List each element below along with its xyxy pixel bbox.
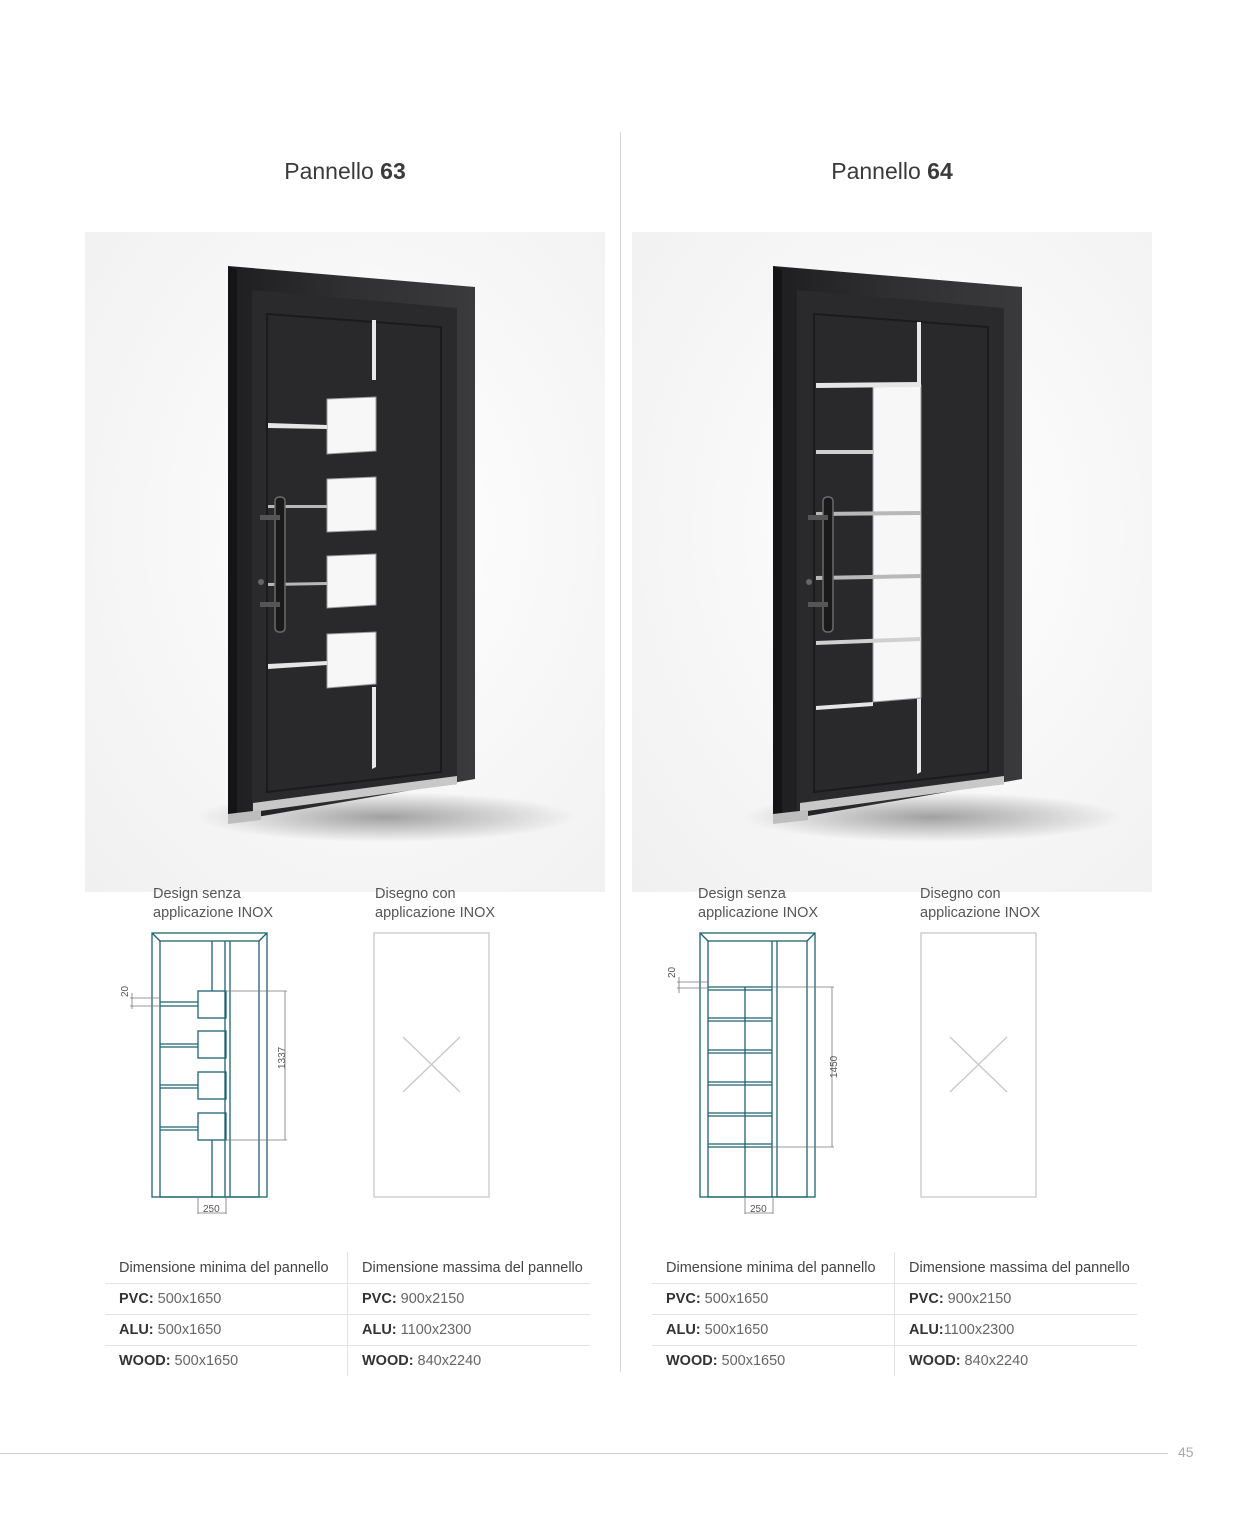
label-with-inox: Disegno con applicazione INOX: [920, 886, 1041, 921]
dim-offset: 20: [667, 966, 678, 978]
spec-min-header: Dimensione minima del pannello: [666, 1259, 876, 1276]
spec-row: PVC:500x1650 PVC:900x2150: [105, 1284, 590, 1315]
technical-drawing-63: 1337 20 250: [120, 932, 490, 1215]
spec-row: ALU:500x1650 ALU:1100x2300: [652, 1315, 1137, 1346]
panel-title: Pannello 63: [284, 158, 406, 184]
spec-min-header: Dimensione minima del pannello: [119, 1259, 329, 1276]
label-without-inox: Design senza applicazione INOX: [698, 886, 819, 921]
door-outline-without-inox: [151, 932, 268, 1198]
label-without-inox: Design senza applicazione INOX: [153, 886, 274, 921]
dim-width: 250: [203, 1204, 220, 1215]
spec-table-63: Dimensione minima del pannello Dimension…: [105, 1252, 590, 1376]
panel-63: Pannello 63: [85, 0, 630, 1400]
spec-row: ALU:500x1650 ALU:1100x2300: [105, 1315, 590, 1346]
footer-rule: [0, 1453, 1168, 1454]
door-outline-without-inox: [699, 932, 816, 1198]
panel-title: Pannello 64: [831, 158, 953, 184]
door-outline-with-inox: [920, 932, 1037, 1198]
door-photo: [85, 232, 605, 892]
spec-max-header: Dimensione massima del pannello: [347, 1252, 589, 1283]
spec-table-64: Dimensione minima del pannello Dimension…: [652, 1252, 1137, 1376]
label-with-inox: Disegno con applicazione INOX: [375, 886, 496, 921]
page-number: 45: [1178, 1444, 1194, 1460]
spec-row: WOOD:500x1650 WOOD:840x2240: [652, 1346, 1137, 1376]
dim-width: 250: [750, 1204, 767, 1215]
column-divider: [620, 132, 621, 1372]
dim-height: 1337: [277, 1046, 288, 1069]
door-outline-with-inox: [373, 932, 490, 1198]
panel-64: Pannello 64: [632, 0, 1177, 1400]
spec-row: PVC:500x1650 PVC:900x2150: [652, 1284, 1137, 1315]
door-photo: [632, 232, 1152, 892]
technical-drawing-64: 1450 20 250: [667, 932, 1037, 1215]
spec-max-header: Dimensione massima del pannello: [894, 1252, 1136, 1283]
door-63-render: [195, 266, 575, 842]
dim-offset: 20: [120, 985, 131, 997]
dim-height: 1450: [829, 1055, 840, 1078]
door-64-render: [742, 266, 1122, 842]
spec-row: WOOD:500x1650 WOOD:840x2240: [105, 1346, 590, 1376]
